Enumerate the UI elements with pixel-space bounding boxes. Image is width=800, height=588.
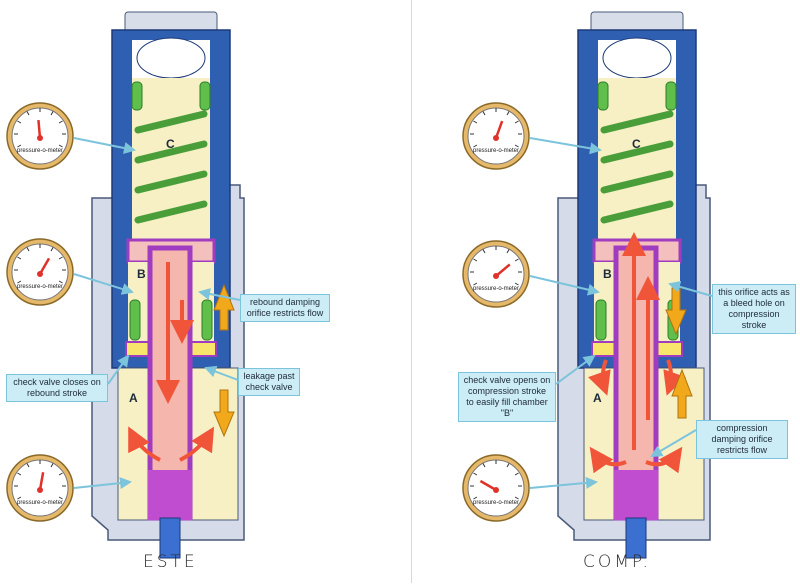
gauge-label: pressure-o-meter <box>473 148 519 154</box>
rod-end <box>625 517 647 559</box>
gauge-tick <box>26 111 30 116</box>
gauge-tick <box>514 496 519 500</box>
gauge-hub <box>493 487 499 493</box>
pressure-gauge: pressure-o-meter <box>6 102 74 170</box>
gauge-tick <box>473 282 478 286</box>
spring-c <box>131 81 211 224</box>
chamber-c-label: C <box>632 137 641 151</box>
gauge-tick <box>482 463 486 468</box>
callout-check-valve: check valve closes on rebound stroke <box>6 374 108 402</box>
callout-check-valve-open: check valve opens on compression stroke … <box>458 372 556 422</box>
gauge-tick <box>514 472 519 476</box>
gauge-hub <box>493 273 499 279</box>
chamber-c-label: C <box>166 137 175 151</box>
callout-leakage: leakage past check valve <box>238 368 300 396</box>
chamber-a-label: A <box>129 391 138 405</box>
compression-damper: C B A <box>557 11 711 559</box>
pressure-gauge: pressure-o-meter <box>6 454 74 522</box>
pressure-gauge: pressure-o-meter <box>462 102 530 170</box>
gauge-tick <box>506 249 510 254</box>
gauge-label: pressure-o-meter <box>17 500 63 506</box>
gauge-tick <box>17 496 22 500</box>
gauge-needle <box>479 479 497 492</box>
gauge-tick <box>473 120 478 124</box>
gauge-label: pressure-o-meter <box>473 286 519 292</box>
gauge-tick <box>58 120 63 124</box>
gauge-hub <box>37 487 43 493</box>
gauge-tick <box>473 258 478 262</box>
caption-rebound: ESTE <box>143 552 198 572</box>
gauge-tick <box>50 111 54 116</box>
gauge-tick <box>17 144 22 148</box>
gauge-tick <box>482 111 486 116</box>
callout-rebound-orifice: rebound damping orifice restricts flow <box>240 294 330 322</box>
gauge-tick <box>26 463 30 468</box>
gauge-hub <box>37 135 43 141</box>
gauge-label: pressure-o-meter <box>17 148 63 154</box>
rod-bottom <box>148 470 192 520</box>
callout-compression-orifice: compression damping orifice restricts fl… <box>696 420 788 459</box>
rebound-damper: C B A <box>91 11 245 559</box>
gauges: pressure-o-meter pressure-o-meter pressure… <box>6 102 530 522</box>
gauge-tick <box>58 496 63 500</box>
gauge-tick <box>58 256 63 260</box>
gauge-tick <box>506 463 510 468</box>
gauge-needle <box>495 263 511 277</box>
spring-b <box>129 299 213 341</box>
gauge-tick <box>58 472 63 476</box>
flow-arrows <box>128 262 215 462</box>
gauge-tick <box>473 144 478 148</box>
gauge-tick <box>17 256 22 260</box>
gauge-tick <box>514 282 519 286</box>
gauge-tick <box>473 496 478 500</box>
gauge-hub <box>493 135 499 141</box>
stroke-arrows <box>213 283 235 438</box>
gauge-tick <box>58 144 63 148</box>
gauge-tick <box>50 463 54 468</box>
gauge-needle <box>37 119 42 139</box>
gauge-tick <box>26 247 30 252</box>
rod-bottom <box>614 470 658 520</box>
gauge-tick <box>50 247 54 252</box>
gauge-tick <box>514 144 519 148</box>
gauge-tick <box>473 472 478 476</box>
gauge-tick <box>17 120 22 124</box>
caption-compression: COMP. <box>583 552 651 572</box>
pressure-gauge: pressure-o-meter <box>462 454 530 522</box>
gauge-tick <box>17 280 22 284</box>
chamber-b-label: B <box>137 267 146 281</box>
flow-arrows <box>588 232 686 474</box>
chamber-a-label: A <box>593 391 602 405</box>
pointer-lines <box>73 137 713 490</box>
gauge-tick <box>514 120 519 124</box>
gauge-tick <box>514 258 519 262</box>
gauge-hub <box>37 271 43 277</box>
pressure-gauge: pressure-o-meter <box>462 240 530 308</box>
gauge-tick <box>506 111 510 116</box>
pressure-gauge: pressure-o-meter <box>6 238 74 306</box>
callout-bleed-hole: this orifice acts as a bleed hole on com… <box>712 284 796 334</box>
chamber-b-label: B <box>603 267 612 281</box>
spring-c <box>597 81 677 224</box>
rod-end <box>159 517 181 559</box>
top-dome <box>136 37 206 79</box>
gauge-tick <box>58 280 63 284</box>
panel-divider <box>411 0 412 583</box>
gauge-label: pressure-o-meter <box>17 284 63 290</box>
gauge-tick <box>482 249 486 254</box>
gauge-tick <box>17 472 22 476</box>
gauge-label: pressure-o-meter <box>473 500 519 506</box>
top-dome <box>602 37 672 79</box>
gauge-needle <box>38 257 51 275</box>
